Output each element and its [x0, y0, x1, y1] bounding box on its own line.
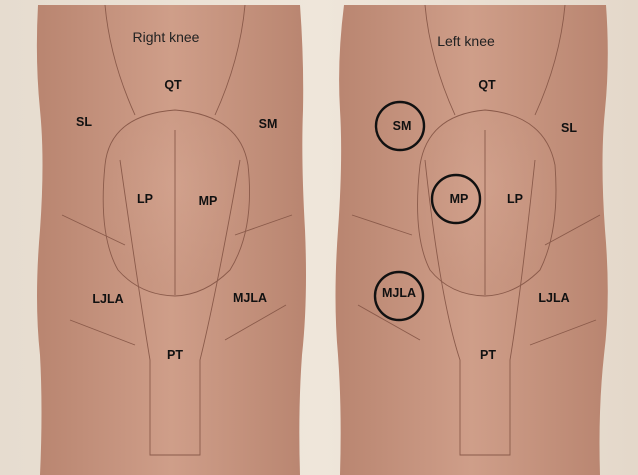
right-label-sm: SM: [259, 117, 278, 131]
left-label-lp: LP: [507, 192, 523, 206]
left-label-qt: QT: [478, 78, 496, 92]
right-label-pt: PT: [167, 348, 183, 362]
right-knee-title: Right knee: [133, 29, 200, 45]
left-label-mp: MP: [450, 192, 469, 206]
right-label-mjla: MJLA: [233, 291, 267, 305]
left-label-pt: PT: [480, 348, 496, 362]
left-label-mjla: MJLA: [382, 286, 416, 300]
left-label-ljla: LJLA: [538, 291, 569, 305]
right-label-sl: SL: [76, 115, 92, 129]
left-label-sl: SL: [561, 121, 577, 135]
left-label-sm: SM: [393, 119, 412, 133]
right-label-lp: LP: [137, 192, 153, 206]
right-label-qt: QT: [164, 78, 182, 92]
right-label-ljla: LJLA: [92, 292, 123, 306]
left-knee-title: Left knee: [437, 33, 495, 49]
right-label-mp: MP: [199, 194, 218, 208]
